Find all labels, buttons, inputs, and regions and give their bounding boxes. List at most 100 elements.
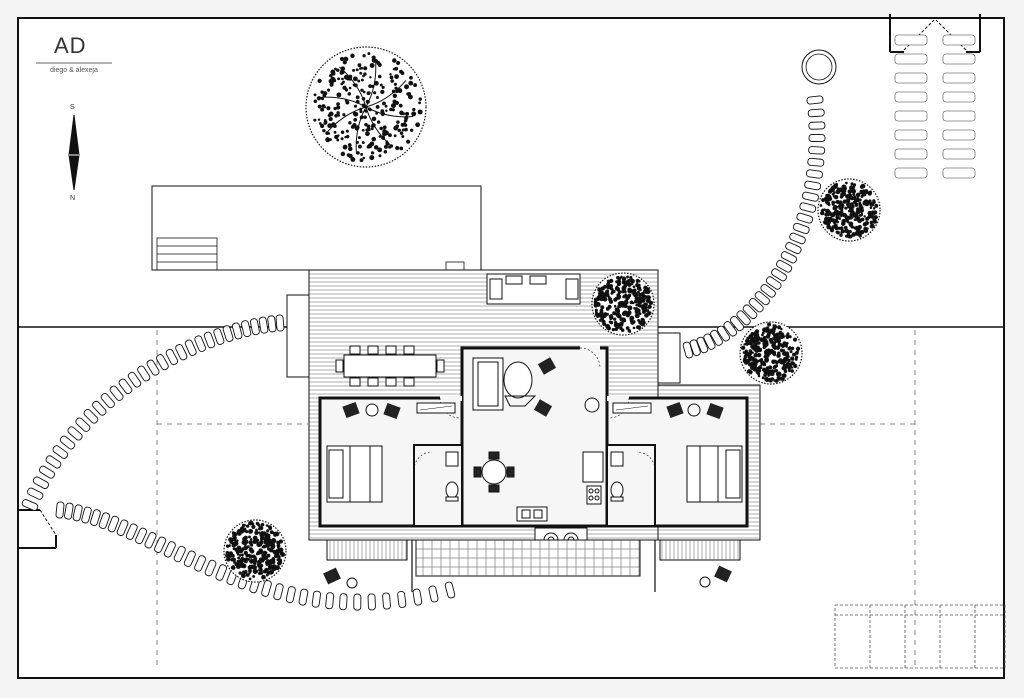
stepping-stone xyxy=(67,426,83,441)
stepping-stone xyxy=(64,502,74,520)
stepping-stone xyxy=(789,232,806,245)
logo-initials: AD xyxy=(54,33,87,58)
stepping-stone xyxy=(807,108,825,118)
driveway-paver xyxy=(894,53,928,65)
stepping-stone xyxy=(144,532,157,549)
stepping-stone xyxy=(107,515,120,533)
driveway-paver xyxy=(942,53,976,65)
stepping-stone xyxy=(156,354,169,371)
stepping-stone xyxy=(125,523,138,540)
stepping-stone xyxy=(730,315,745,332)
stepping-stone xyxy=(194,555,207,572)
stepping-stone xyxy=(165,348,179,366)
stepping-stone xyxy=(231,322,243,340)
stepping-stone xyxy=(754,291,770,306)
annex-building xyxy=(151,185,482,271)
stepping-stone xyxy=(215,564,228,581)
stepping-stone xyxy=(203,331,216,349)
stepping-stone xyxy=(183,550,196,567)
stepping-stone xyxy=(127,371,142,388)
logo-subtitle: diego & alexeja xyxy=(50,67,98,74)
driveway-paver xyxy=(942,72,976,84)
stepping-stone xyxy=(241,320,252,338)
armchair-icon xyxy=(666,401,724,420)
driveway-paver xyxy=(942,34,976,46)
tree-icon xyxy=(591,272,655,336)
stepping-stone xyxy=(163,541,176,558)
stepping-stone xyxy=(285,586,296,604)
stepping-stone xyxy=(808,121,826,130)
stepping-stone xyxy=(804,180,822,191)
stepping-stone xyxy=(444,581,456,599)
driveway-paver xyxy=(894,72,928,84)
tree-icon xyxy=(817,178,881,242)
stepping-stone xyxy=(173,545,186,563)
deck-sofa xyxy=(486,273,581,305)
stepping-stone xyxy=(785,242,802,255)
stepping-stone xyxy=(802,191,819,202)
stepping-stone xyxy=(137,365,151,382)
stepping-stone xyxy=(689,339,701,357)
stepping-stone xyxy=(21,499,39,511)
north-arrow-icon xyxy=(68,114,80,191)
bath-fixtures-left xyxy=(445,451,459,502)
stepping-stone xyxy=(353,593,362,611)
stepping-stone xyxy=(716,325,731,342)
stepping-stone xyxy=(222,325,234,342)
stepping-stone xyxy=(748,298,764,313)
driveway-paver xyxy=(894,167,928,179)
driveway-paver xyxy=(894,148,928,160)
stepping-stone xyxy=(184,339,197,356)
stepping-stone xyxy=(796,212,814,224)
stepping-stone xyxy=(72,504,83,522)
stepping-stone xyxy=(771,268,788,282)
stepping-stone xyxy=(92,400,107,416)
compass-top-label: S xyxy=(70,104,75,111)
driveway-paver xyxy=(894,129,928,141)
stepping-stone xyxy=(52,445,69,459)
stepping-stone xyxy=(710,329,723,346)
bed-right xyxy=(686,445,743,503)
stepping-stone xyxy=(806,95,824,105)
side-step-right xyxy=(657,332,681,384)
driveway-paver xyxy=(942,148,976,160)
side-step-left xyxy=(286,294,310,378)
stepping-stone xyxy=(298,588,309,606)
stepping-stone xyxy=(154,536,167,553)
driveway-paver xyxy=(894,34,928,46)
compass-bottom-label: N xyxy=(70,195,76,202)
stepping-stone xyxy=(81,506,92,524)
setback-lines xyxy=(156,330,916,668)
stepping-stone xyxy=(382,592,391,610)
stepping-stone xyxy=(736,310,751,326)
stepping-stone xyxy=(98,512,111,529)
dining-table xyxy=(473,451,515,493)
stepping-stone xyxy=(83,408,99,424)
stepping-stone xyxy=(109,385,124,401)
stepping-stone xyxy=(397,590,407,608)
stepping-stone xyxy=(194,335,206,352)
stepping-stone xyxy=(116,519,129,536)
stepping-stone xyxy=(249,318,260,336)
stepping-stone xyxy=(428,585,439,603)
outdoor-dining-table xyxy=(335,345,445,387)
stepping-stone xyxy=(267,315,277,333)
stepping-stone-path xyxy=(21,95,826,611)
stepping-stone xyxy=(75,417,91,432)
stepping-stone xyxy=(805,169,823,179)
stepping-stone xyxy=(204,559,217,577)
stepping-stone xyxy=(367,593,376,611)
stepping-stone xyxy=(100,393,115,409)
living-sofa xyxy=(472,357,537,411)
stepping-stone xyxy=(59,435,76,450)
driveway-paver xyxy=(942,91,976,103)
stepping-stone xyxy=(118,378,133,395)
driveway-pavers xyxy=(894,34,976,179)
stepping-stone xyxy=(808,146,826,155)
stepping-stone xyxy=(760,283,776,298)
stepping-stone xyxy=(808,134,826,143)
tree-group xyxy=(223,46,881,583)
driveway-paver xyxy=(894,91,928,103)
bath-fixtures-right xyxy=(610,451,624,502)
